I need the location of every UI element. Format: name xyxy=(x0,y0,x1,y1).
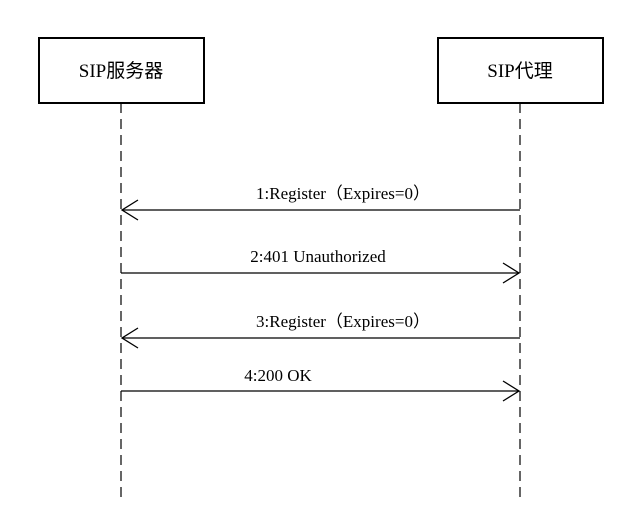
actor-proxy: SIP代理 xyxy=(437,37,604,104)
message-1-arrowhead xyxy=(120,199,139,221)
message-1: 1:Register（Expires=0） xyxy=(120,184,520,221)
message-3-label: 3:Register（Expires=0） xyxy=(256,312,430,331)
message-2-label: 2:401 Unauthorized xyxy=(250,247,386,266)
actor-proxy-label: SIP代理 xyxy=(487,60,552,82)
message-2: 2:401 Unauthorized xyxy=(121,247,521,284)
message-4-label: 4:200 OK xyxy=(244,366,312,385)
message-3: 3:Register（Expires=0） xyxy=(120,312,520,349)
message-4-arrowhead xyxy=(502,380,521,402)
message-1-label: 1:Register（Expires=0） xyxy=(256,184,430,203)
actor-server: SIP服务器 xyxy=(38,37,205,104)
message-4: 4:200 OK xyxy=(121,366,521,402)
actor-server-label: SIP服务器 xyxy=(79,60,163,82)
message-3-arrowhead xyxy=(120,327,139,349)
message-2-arrowhead xyxy=(502,262,521,284)
